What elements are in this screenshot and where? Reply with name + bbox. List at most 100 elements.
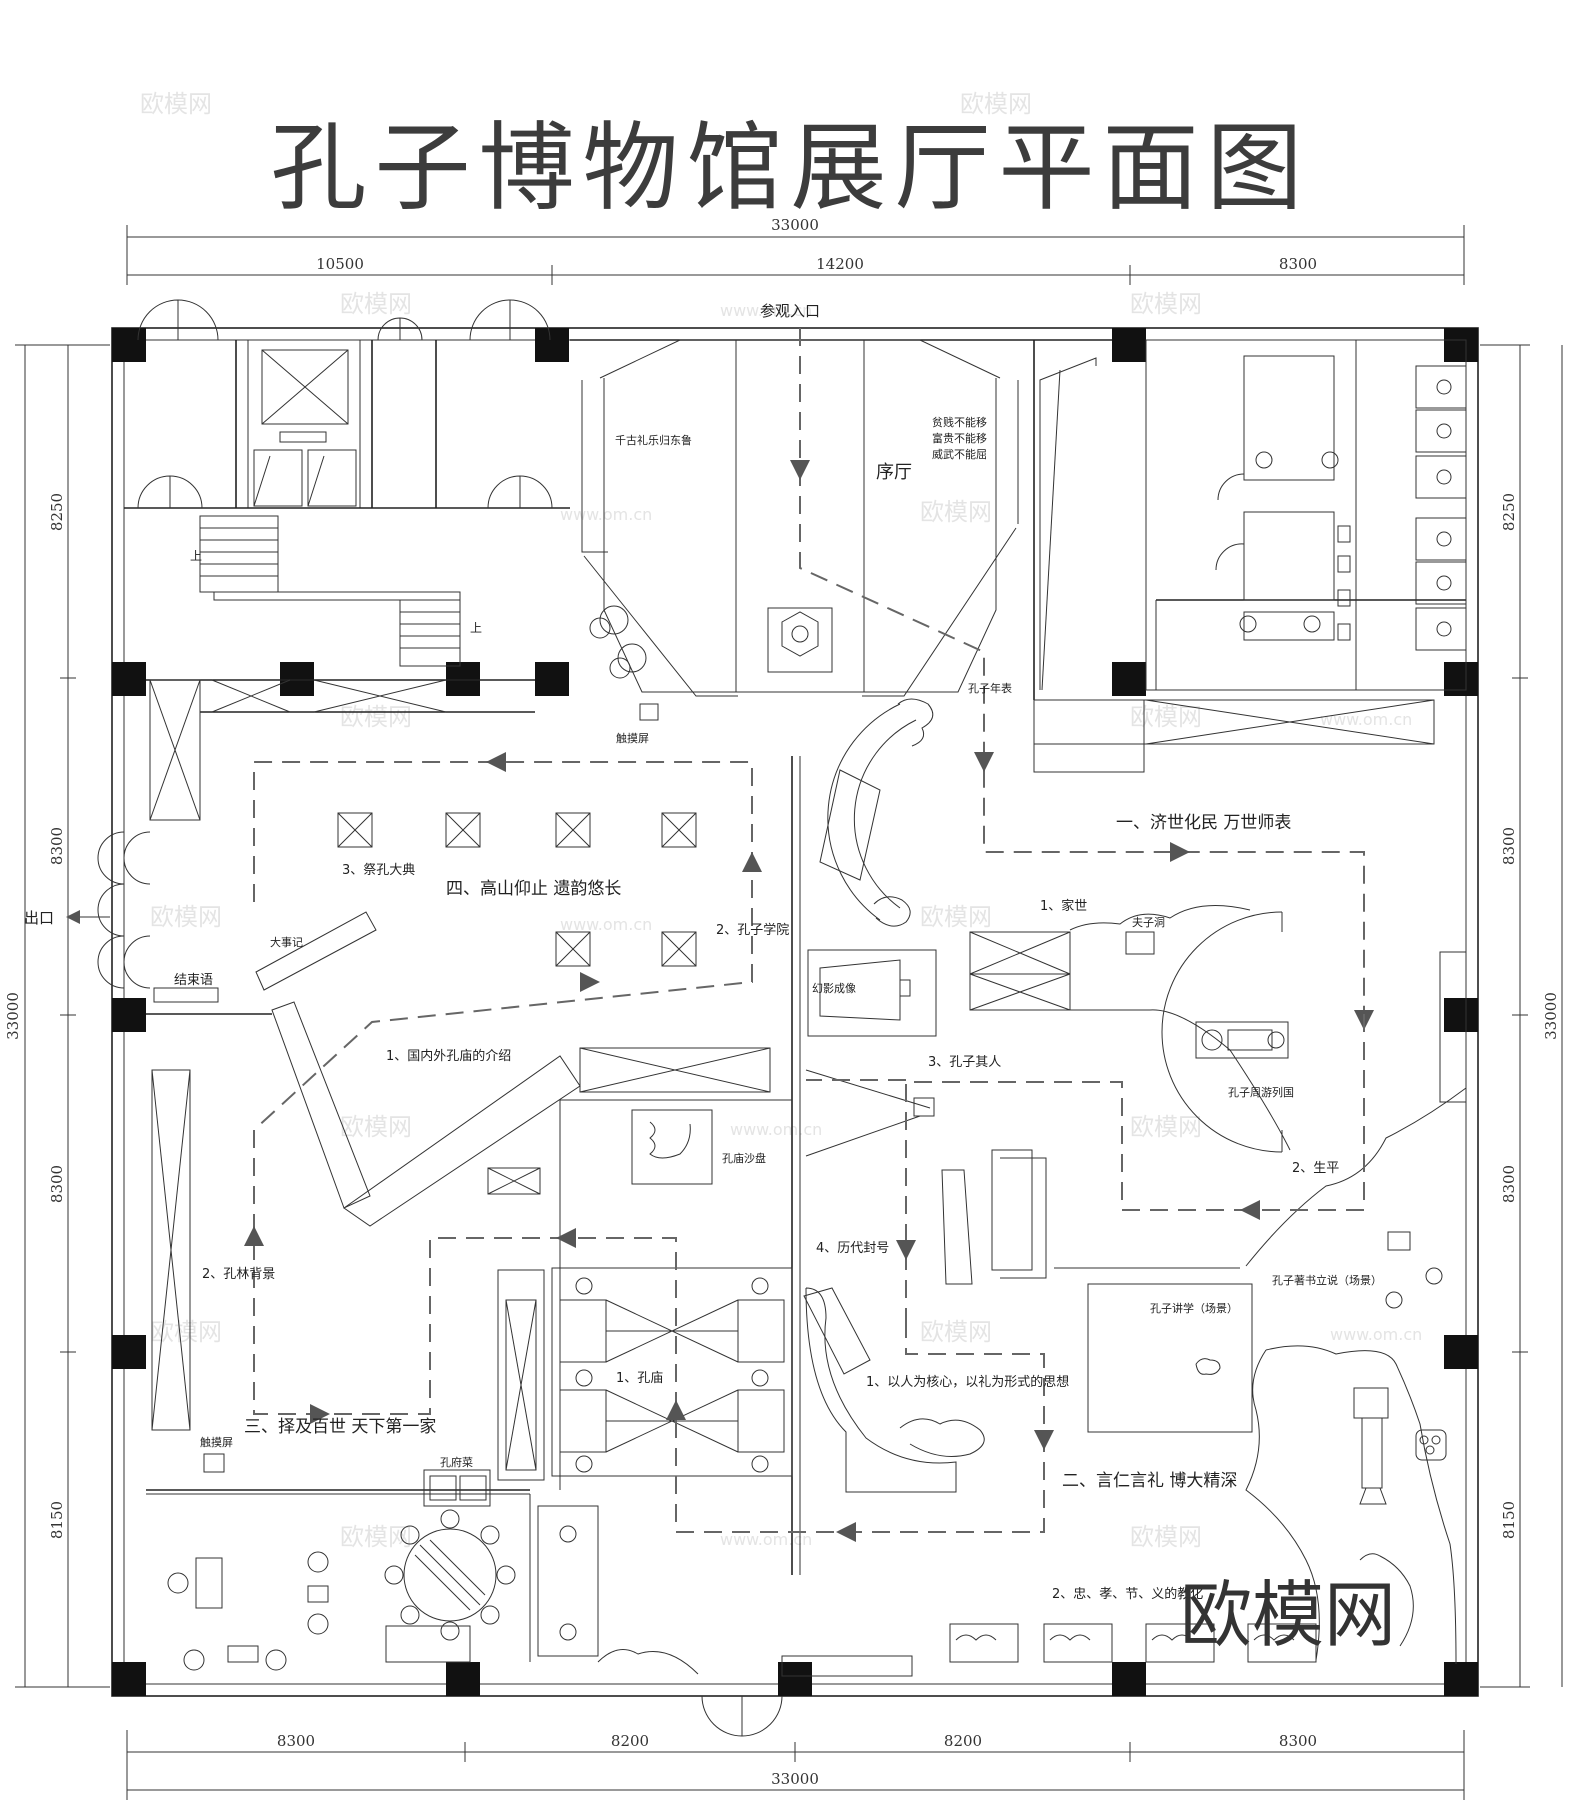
touch-screen-label: 触摸屏 bbox=[200, 1435, 233, 1449]
watermark-url: www.om.cn bbox=[1320, 710, 1412, 729]
exit-doors: 出口 bbox=[24, 831, 151, 989]
section-1-title: 一、济世化民 万世师表 bbox=[1116, 813, 1291, 833]
dim-overall-top: 33000 bbox=[771, 216, 819, 234]
columns bbox=[112, 328, 1478, 1696]
conclusion-label: 结束语 bbox=[174, 973, 213, 988]
dim-left-seg-2: 8300 bbox=[48, 827, 66, 865]
watermark-site: 欧模网 bbox=[340, 290, 412, 318]
watermark-layer: 欧模网 欧模网 欧模网 欧模网 欧模网 欧模网 欧模网 欧模网 欧模网 欧模网 … bbox=[140, 90, 1422, 1551]
foyer-inscription-right: 富贵不能移 bbox=[932, 431, 987, 445]
dim-left-seg-4: 8150 bbox=[48, 1501, 66, 1539]
restrooms bbox=[1033, 339, 1467, 701]
route-arrow-icon bbox=[974, 752, 994, 772]
watermark-site: 欧模网 bbox=[1130, 1113, 1202, 1141]
ceremony-label: 3、祭孔大典 bbox=[342, 863, 415, 878]
section-4-area bbox=[146, 812, 697, 1227]
exterior-walls bbox=[111, 327, 1479, 1697]
watermark-site: 欧模网 bbox=[150, 1318, 222, 1346]
foyer-inscription-right: 威武不能屈 bbox=[932, 447, 987, 461]
travel-label: 孔子周游列国 bbox=[1228, 1085, 1294, 1099]
route-arrow-icon bbox=[1034, 1430, 1054, 1450]
watermark-url: www.om.cn bbox=[720, 301, 812, 320]
dim-overall-right: 33000 bbox=[1542, 992, 1560, 1040]
watermark-site: 欧模网 bbox=[920, 498, 992, 526]
exit-label: 出口 bbox=[24, 909, 54, 927]
teaching-scene-label: 孔子讲学（场景） bbox=[1150, 1301, 1238, 1315]
watermark-site: 欧模网 bbox=[920, 903, 992, 931]
route-arrow-icon bbox=[1240, 1200, 1260, 1220]
dim-overall-left: 33000 bbox=[4, 992, 22, 1040]
dining-room bbox=[146, 1493, 699, 1675]
core-thought-label: 1、以人为核心，以礼为形式的思想 bbox=[866, 1374, 1069, 1390]
temples-intro-label: 1、国内外孔庙的介绍 bbox=[386, 1048, 511, 1064]
events-label: 大事记 bbox=[270, 935, 303, 949]
virtues-label: 2、忠、孝、节、义的教化 bbox=[1052, 1586, 1203, 1602]
watermark-url: www.om.cn bbox=[1330, 1325, 1422, 1344]
right-upper-corridor bbox=[1033, 699, 1435, 773]
route-arrow-icon bbox=[244, 1226, 264, 1246]
dimension-bottom: 8300 8200 8200 8300 33000 bbox=[126, 1730, 1465, 1800]
hologram-label: 幻影成像 bbox=[812, 982, 856, 995]
dim-right-seg-1: 8250 bbox=[1500, 493, 1518, 531]
route-arrow-icon bbox=[1170, 842, 1190, 862]
dim-top-seg-1: 10500 bbox=[316, 255, 364, 273]
watermark-url: www.om.cn bbox=[730, 1120, 822, 1139]
page-title: 孔子博物馆展厅平面图 bbox=[270, 112, 1311, 224]
family-label: 1、家世 bbox=[1040, 898, 1087, 914]
foyer: 触摸屏 参观入口 千古礼乐归东鲁 贫贱不能移 富贵不能移 威武不能屈 序厅 bbox=[570, 302, 1112, 745]
section-3-area bbox=[146, 1069, 793, 1507]
cuisine-label: 孔府菜 bbox=[440, 1455, 473, 1469]
watermark-site: 欧模网 bbox=[1130, 290, 1202, 318]
dim-top-seg-3: 8300 bbox=[1279, 255, 1317, 273]
touch-screen-label: 触摸屏 bbox=[616, 731, 649, 745]
route-arrow-icon bbox=[580, 972, 600, 992]
sandtable-label: 孔庙沙盘 bbox=[722, 1151, 766, 1165]
watermark-site: 欧模网 bbox=[340, 1113, 412, 1141]
person-label: 3、孔子其人 bbox=[928, 1055, 1001, 1070]
route-arrow-icon bbox=[310, 1404, 330, 1424]
dim-bottom-seg-1: 8300 bbox=[277, 1732, 315, 1750]
watermark-url: www.om.cn bbox=[560, 915, 652, 934]
section-2-area bbox=[803, 1283, 1457, 1665]
dim-bottom-seg-3: 8200 bbox=[944, 1732, 982, 1750]
watermark-url: www.om.cn bbox=[560, 505, 652, 524]
route-arrow-icon bbox=[896, 1240, 916, 1260]
foyer-inscription-right: 贫贱不能移 bbox=[932, 415, 987, 429]
watermark-site: 欧模网 bbox=[340, 703, 412, 731]
route-arrow-icon bbox=[556, 1228, 576, 1248]
chronology-label: 孔子年表 bbox=[968, 681, 1012, 695]
stair-elevator-core: 上 上 bbox=[124, 299, 570, 667]
foyer-inscription-left: 千古礼乐归东鲁 bbox=[615, 433, 692, 447]
visitor-route bbox=[244, 328, 1374, 1542]
watermark-site: 欧模网 bbox=[960, 90, 1032, 118]
entrance-label: 参观入口 bbox=[760, 302, 820, 320]
dimension-top: 33000 10500 14200 8300 bbox=[126, 216, 1465, 285]
bottom-doors bbox=[701, 1655, 913, 1737]
route-arrow-icon bbox=[790, 460, 810, 480]
academy-label: 2、孔子学院 bbox=[716, 922, 789, 938]
labels: 孔子年表 一、济世化民 万世师表 1、家世 夫子洞 孔子周游列国 2、生平 3、… bbox=[174, 681, 1382, 1602]
section-3-title: 三、择及百世 天下第一家 bbox=[244, 1417, 436, 1437]
route-arrow-icon bbox=[486, 752, 506, 772]
watermark-site: 欧模网 bbox=[1130, 703, 1202, 731]
dim-bottom-seg-4: 8300 bbox=[1279, 1732, 1317, 1750]
dim-right-seg-4: 8150 bbox=[1500, 1501, 1518, 1539]
stair-up-label: 上 bbox=[190, 549, 202, 563]
dim-overall-bottom: 33000 bbox=[771, 1770, 819, 1788]
dim-left-seg-1: 8250 bbox=[48, 493, 66, 531]
watermark-url: www.om.cn bbox=[720, 1530, 812, 1549]
foyer-label: 序厅 bbox=[876, 462, 912, 483]
stair-up-label: 上 bbox=[470, 621, 482, 635]
writing-scene-label: 孔子著书立说（场景） bbox=[1272, 1273, 1382, 1287]
dim-right-seg-2: 8300 bbox=[1500, 827, 1518, 865]
section-1-area bbox=[805, 698, 1467, 1309]
titles-label: 4、历代封号 bbox=[816, 1241, 889, 1256]
confucius-cave-label: 夫子洞 bbox=[1132, 916, 1165, 929]
dim-right-seg-3: 8300 bbox=[1500, 1165, 1518, 1203]
forest-label: 2、孔林背景 bbox=[202, 1267, 275, 1282]
section-2-title: 二、言仁言礼 博大精深 bbox=[1062, 1471, 1237, 1491]
route-arrow-icon bbox=[836, 1522, 856, 1542]
route-arrow-icon bbox=[742, 852, 762, 872]
section-4-title: 四、高山仰止 遗韵悠长 bbox=[446, 879, 621, 899]
